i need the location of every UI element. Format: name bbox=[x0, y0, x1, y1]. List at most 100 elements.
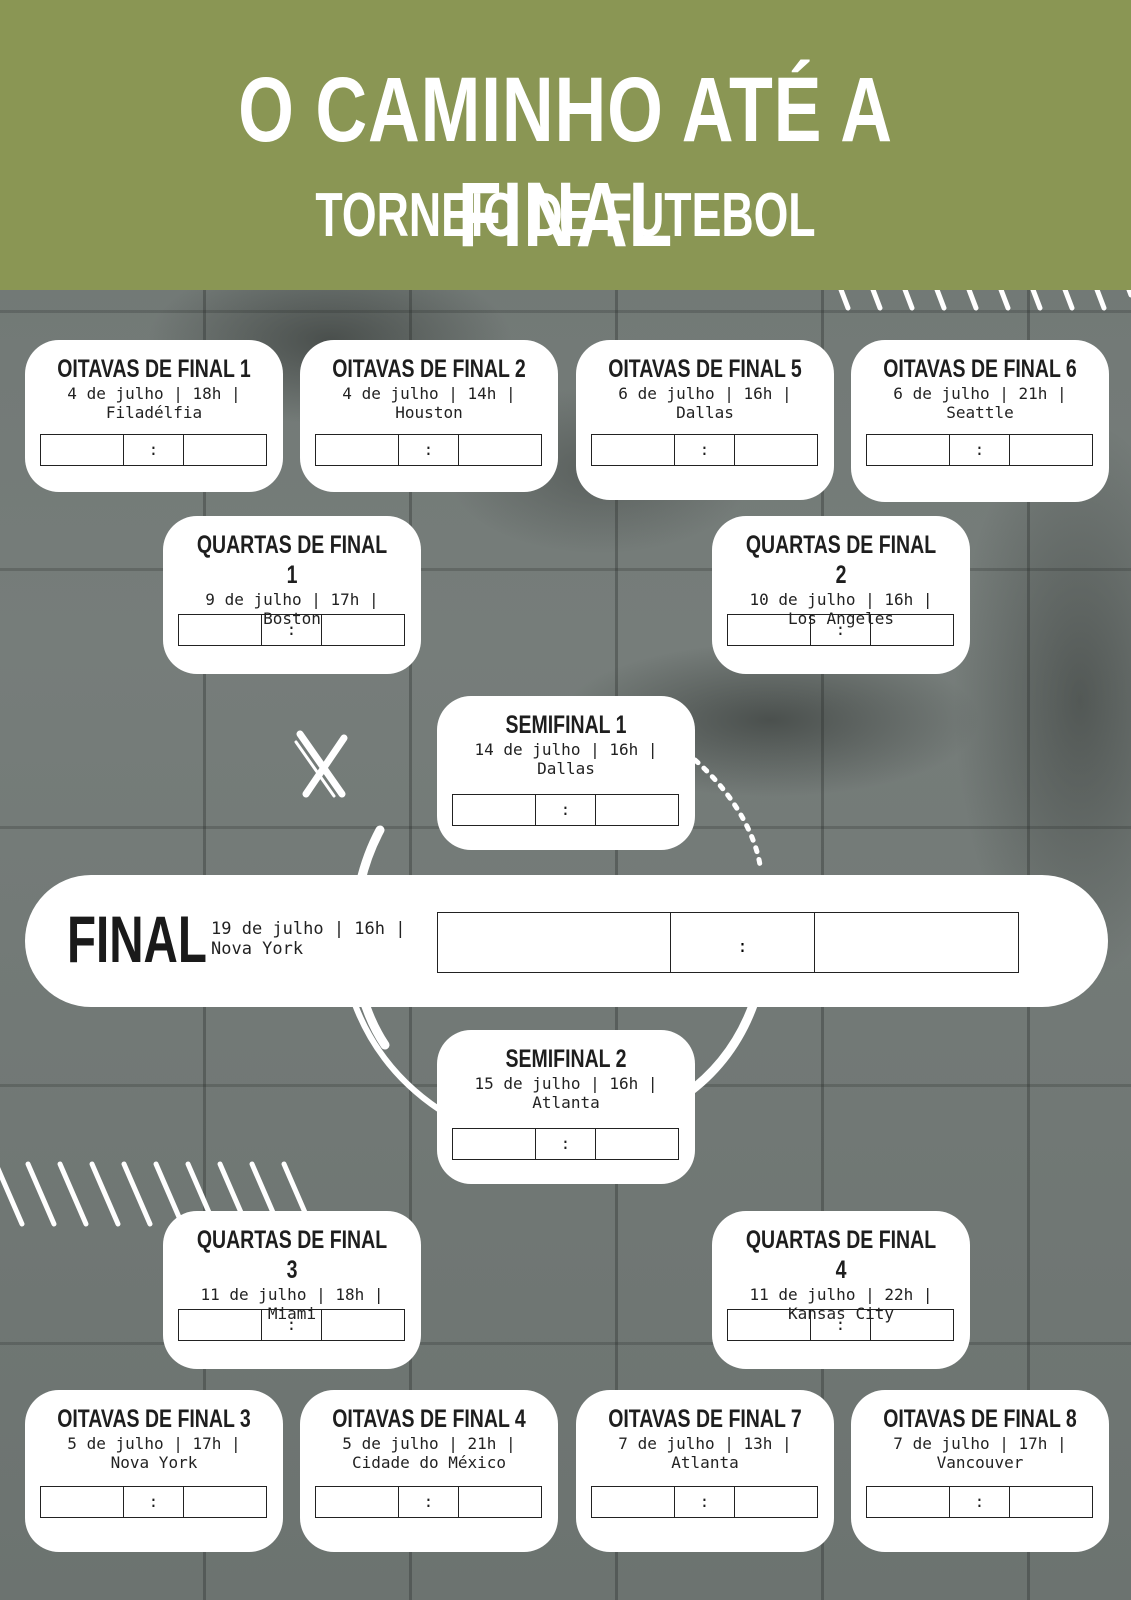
team-home-field[interactable] bbox=[41, 435, 124, 465]
match-date-time: 4 de julho | 14h | bbox=[342, 384, 516, 403]
page-title: O CAMINHO ATÉ A FINAL bbox=[238, 59, 893, 266]
match-card-final: FINAL 19 de julho | 16h | Nova York : bbox=[25, 875, 1108, 1007]
match-name: QUARTAS DE FINAL 2 bbox=[745, 531, 937, 589]
team-away-field[interactable] bbox=[871, 1310, 953, 1340]
team-home-field[interactable] bbox=[728, 1310, 811, 1340]
match-card-semifinal-1: SEMIFINAL 1 14 de julho | 16h | Dallas : bbox=[437, 696, 695, 850]
final-team-away-field[interactable] bbox=[815, 913, 1018, 972]
match-venue: Vancouver bbox=[936, 1453, 1024, 1472]
team-home-field[interactable] bbox=[592, 1487, 675, 1517]
team-home-field[interactable] bbox=[41, 1487, 124, 1517]
score-separator: : bbox=[399, 435, 459, 465]
team-home-field[interactable] bbox=[453, 1129, 536, 1159]
score-separator: : bbox=[950, 435, 1010, 465]
team-away-field[interactable] bbox=[596, 795, 678, 825]
match-name: SEMIFINAL 2 bbox=[505, 1045, 627, 1073]
match-date-time: 11 de julho | 18h | bbox=[200, 1285, 384, 1304]
match-venue: Atlanta bbox=[532, 1093, 600, 1112]
match-date-time: 10 de julho | 16h | bbox=[749, 590, 933, 609]
team-home-field[interactable] bbox=[179, 1310, 262, 1340]
score-separator: : bbox=[675, 435, 735, 465]
match-venue: Filadélfia bbox=[105, 403, 203, 422]
score-box: : bbox=[866, 1486, 1093, 1518]
score-separator: : bbox=[811, 615, 871, 645]
match-date-time: 6 de julho | 16h | bbox=[618, 384, 792, 403]
score-box: : bbox=[452, 794, 679, 826]
score-separator: : bbox=[536, 795, 596, 825]
team-home-field[interactable] bbox=[867, 435, 950, 465]
team-away-field[interactable] bbox=[184, 1487, 266, 1517]
team-away-field[interactable] bbox=[322, 1310, 404, 1340]
team-away-field[interactable] bbox=[322, 615, 404, 645]
match-card-oitavas-6: OITAVAS DE FINAL 6 6 de julho | 21h | Se… bbox=[851, 340, 1109, 502]
match-date-time: 4 de julho | 18h | bbox=[67, 384, 241, 403]
score-box: : bbox=[727, 614, 954, 646]
team-away-field[interactable] bbox=[871, 615, 953, 645]
match-name: SEMIFINAL 1 bbox=[505, 711, 627, 739]
score-separator: : bbox=[811, 1310, 871, 1340]
match-card-oitavas-8: OITAVAS DE FINAL 8 7 de julho | 17h | Va… bbox=[851, 1390, 1109, 1552]
match-card-oitavas-3: OITAVAS DE FINAL 3 5 de julho | 17h | No… bbox=[25, 1390, 283, 1552]
team-away-field[interactable] bbox=[735, 1487, 817, 1517]
match-date-time: 5 de julho | 21h | bbox=[342, 1434, 516, 1453]
score-box: : bbox=[452, 1128, 679, 1160]
team-away-field[interactable] bbox=[1010, 1487, 1092, 1517]
score-separator: : bbox=[536, 1129, 596, 1159]
team-away-field[interactable] bbox=[1010, 435, 1092, 465]
team-home-field[interactable] bbox=[453, 795, 536, 825]
match-venue: Dallas bbox=[676, 403, 734, 422]
team-away-field[interactable] bbox=[184, 435, 266, 465]
score-separator: : bbox=[675, 1487, 735, 1517]
team-home-field[interactable] bbox=[179, 615, 262, 645]
match-venue: Kansas City bbox=[788, 1304, 894, 1323]
score-box: : bbox=[178, 614, 405, 646]
match-card-quartas-3: QUARTAS DE FINAL 3 11 de julho | 18h | M… bbox=[163, 1211, 421, 1369]
match-card-semifinal-2: SEMIFINAL 2 15 de julho | 16h | Atlanta … bbox=[437, 1030, 695, 1184]
score-box: : bbox=[178, 1309, 405, 1341]
match-name: QUARTAS DE FINAL 3 bbox=[196, 1226, 388, 1284]
match-date-time: 7 de julho | 13h | bbox=[618, 1434, 792, 1453]
final-team-home-field[interactable] bbox=[438, 913, 671, 972]
team-away-field[interactable] bbox=[735, 435, 817, 465]
match-name: OITAVAS DE FINAL 6 bbox=[883, 355, 1077, 383]
team-home-field[interactable] bbox=[728, 615, 811, 645]
match-name: OITAVAS DE FINAL 3 bbox=[57, 1405, 251, 1433]
team-away-field[interactable] bbox=[459, 435, 541, 465]
match-date-time: 14 de julho | 16h | bbox=[474, 740, 658, 759]
match-card-oitavas-7: OITAVAS DE FINAL 7 7 de julho | 13h | At… bbox=[576, 1390, 834, 1552]
match-card-quartas-1: QUARTAS DE FINAL 1 9 de julho | 17h | Bo… bbox=[163, 516, 421, 674]
score-box: : bbox=[866, 434, 1093, 466]
match-card-oitavas-2: OITAVAS DE FINAL 2 4 de julho | 14h | Ho… bbox=[300, 340, 558, 492]
match-date-time: 7 de julho | 17h | bbox=[893, 1434, 1067, 1453]
final-venue: Nova York bbox=[211, 939, 304, 959]
match-name: OITAVAS DE FINAL 5 bbox=[608, 355, 802, 383]
match-name: OITAVAS DE FINAL 7 bbox=[608, 1405, 802, 1433]
team-home-field[interactable] bbox=[316, 1487, 399, 1517]
score-separator: : bbox=[950, 1487, 1010, 1517]
team-home-field[interactable] bbox=[316, 435, 399, 465]
match-card-quartas-4: QUARTAS DE FINAL 4 11 de julho | 22h | K… bbox=[712, 1211, 970, 1369]
team-home-field[interactable] bbox=[592, 435, 675, 465]
match-card-oitavas-5: OITAVAS DE FINAL 5 6 de julho | 16h | Da… bbox=[576, 340, 834, 500]
match-venue: Cidade do México bbox=[351, 1453, 507, 1472]
team-away-field[interactable] bbox=[596, 1129, 678, 1159]
score-box: : bbox=[591, 434, 818, 466]
match-card-oitavas-1: OITAVAS DE FINAL 1 4 de julho | 18h | Fi… bbox=[25, 340, 283, 492]
final-score-separator: : bbox=[671, 913, 815, 972]
match-venue: Miami bbox=[267, 1304, 317, 1323]
match-venue: Nova York bbox=[110, 1453, 198, 1472]
match-venue: Atlanta bbox=[671, 1453, 739, 1472]
score-box: : bbox=[40, 1486, 267, 1518]
score-separator: : bbox=[124, 435, 184, 465]
match-venue: Boston bbox=[263, 609, 321, 628]
score-box: : bbox=[315, 434, 542, 466]
team-home-field[interactable] bbox=[867, 1487, 950, 1517]
score-box: : bbox=[315, 1486, 542, 1518]
team-away-field[interactable] bbox=[459, 1487, 541, 1517]
score-box: : bbox=[40, 434, 267, 466]
final-title: FINAL bbox=[67, 902, 207, 976]
match-name: QUARTAS DE FINAL 4 bbox=[745, 1226, 937, 1284]
match-venue: Los Angeles bbox=[788, 609, 894, 628]
score-box: : bbox=[591, 1486, 818, 1518]
